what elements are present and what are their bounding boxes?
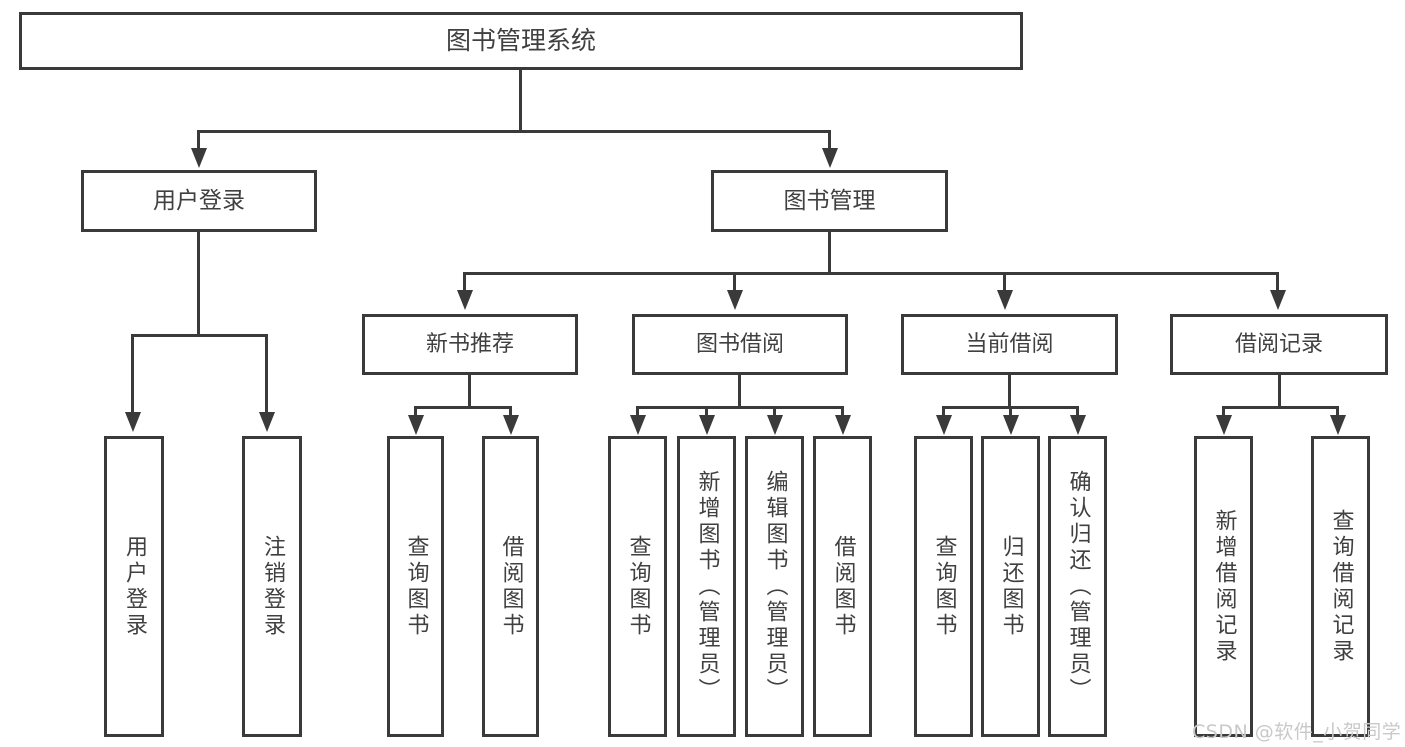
leaf-query-book-current[interactable]: 查询图书	[914, 436, 973, 737]
leaf-add-book-admin[interactable]: 新增图书（管理员）	[677, 436, 736, 737]
node-label: 借阅图书	[498, 534, 524, 639]
arrow-to-book-borrow	[727, 290, 743, 310]
node-label: 用户登录	[122, 534, 147, 639]
connector-book-borrow-drop-3	[773, 406, 776, 418]
connector-level3-drop-1	[463, 272, 466, 294]
node-label: 确认归还（管理员）	[1065, 469, 1091, 704]
leaf-logout[interactable]: 注销登录	[242, 436, 302, 737]
connector-book-borrow-drop-1	[636, 406, 639, 418]
node-label: 注销登录	[260, 534, 285, 639]
node-label: 借阅图书	[830, 534, 856, 639]
connector-user-login-stem	[197, 232, 200, 336]
arrow-to-current-borrow	[997, 290, 1013, 310]
arrow-to-leaf-logout	[259, 412, 275, 432]
arrow-to-leaf-add-record	[1216, 415, 1232, 435]
connector-level2-drop-left	[197, 130, 200, 152]
node-new-book-recommend[interactable]: 新书推荐	[362, 314, 578, 375]
node-label: 图书借阅	[695, 331, 784, 357]
arrow-to-new-book-recommend	[457, 290, 473, 310]
node-current-borrow[interactable]: 当前借阅	[901, 314, 1118, 375]
node-label: 借阅记录	[1234, 331, 1323, 357]
arrow-to-leaf-query-book-b	[630, 415, 646, 435]
leaf-confirm-return-admin[interactable]: 确认归还（管理员）	[1048, 436, 1107, 737]
connector-borrow-record-stem	[1278, 375, 1281, 408]
leaf-borrow-book-new-recommend[interactable]: 借阅图书	[482, 436, 539, 737]
node-book-management[interactable]: 图书管理	[711, 170, 948, 232]
connector-current-borrow-drop-2	[1009, 406, 1012, 418]
connector-level2-bus	[197, 130, 831, 133]
connector-level3-drop-3	[1003, 272, 1006, 294]
node-label: 当前借阅	[965, 331, 1054, 357]
node-label: 用户登录	[153, 187, 245, 214]
connector-level3-bus	[463, 272, 1279, 275]
connector-user-login-drop-1	[131, 334, 134, 416]
arrow-to-user-login	[191, 148, 207, 168]
arrow-to-leaf-query-book-a	[408, 415, 424, 435]
leaf-borrow-book[interactable]: 借阅图书	[813, 436, 872, 737]
node-label: 图书管理	[783, 187, 876, 214]
leaf-query-book-new-recommend[interactable]: 查询图书	[387, 436, 444, 737]
connector-book-borrow-drop-4	[841, 406, 844, 418]
node-user-login[interactable]: 用户登录	[81, 170, 317, 232]
connector-borrow-record-bus	[1222, 406, 1339, 409]
node-root-book-management-system[interactable]: 图书管理系统	[19, 12, 1023, 70]
connector-borrow-record-drop-2	[1336, 406, 1339, 418]
node-label: 查询图书	[403, 534, 429, 639]
node-label: 查询借阅记录	[1328, 508, 1354, 665]
connector-new-book-stem	[468, 375, 471, 408]
arrow-to-leaf-query-book-c	[936, 415, 952, 435]
connector-book-management-stem	[828, 232, 831, 274]
connector-user-login-drop-2	[265, 334, 268, 416]
node-label: 查询图书	[625, 534, 651, 639]
watermark-csdn: CSDN @软件_小贺同学	[1192, 721, 1402, 743]
node-label: 新书推荐	[425, 331, 514, 357]
connector-level3-drop-4	[1276, 272, 1279, 294]
connector-current-borrow-stem	[1008, 375, 1011, 408]
node-book-borrow[interactable]: 图书借阅	[632, 314, 848, 375]
connector-level2-drop-right	[828, 130, 831, 152]
leaf-query-borrow-record[interactable]: 查询借阅记录	[1311, 436, 1370, 737]
arrow-to-leaf-borrow-book-a	[503, 415, 519, 435]
leaf-add-borrow-record[interactable]: 新增借阅记录	[1194, 436, 1253, 737]
connector-new-book-drop-2	[509, 406, 512, 418]
arrow-to-book-management	[822, 148, 838, 168]
node-label: 新增图书（管理员）	[694, 469, 720, 704]
connector-new-book-drop-1	[414, 406, 417, 418]
leaf-user-login[interactable]: 用户登录	[104, 436, 164, 737]
arrow-to-leaf-user-login	[125, 412, 141, 432]
connector-borrow-record-drop-1	[1222, 406, 1225, 418]
connector-book-borrow-stem	[738, 375, 741, 408]
node-label: 编辑图书（管理员）	[762, 469, 788, 704]
connector-current-borrow-drop-3	[1076, 406, 1079, 418]
leaf-return-book[interactable]: 归还图书	[981, 436, 1040, 737]
arrow-to-leaf-query-record	[1330, 415, 1346, 435]
arrow-to-leaf-confirm-return	[1070, 415, 1086, 435]
arrow-to-leaf-edit-book	[767, 415, 783, 435]
arrow-to-leaf-return-book	[1003, 415, 1019, 435]
node-label: 新增借阅记录	[1211, 508, 1237, 665]
node-borrow-record[interactable]: 借阅记录	[1170, 314, 1388, 375]
leaf-edit-book-admin[interactable]: 编辑图书（管理员）	[745, 436, 804, 737]
connector-user-login-bus	[131, 334, 267, 337]
arrow-to-borrow-record	[1270, 290, 1286, 310]
connector-book-borrow-drop-2	[705, 406, 708, 418]
node-label: 图书管理系统	[445, 25, 596, 55]
connector-level3-drop-2	[733, 272, 736, 294]
arrow-to-leaf-borrow-book-b	[835, 415, 851, 435]
arrow-to-leaf-add-book	[699, 415, 715, 435]
node-label: 归还图书	[998, 534, 1024, 639]
connector-root-stem	[519, 70, 522, 132]
leaf-query-book-borrow[interactable]: 查询图书	[608, 436, 667, 737]
connector-book-borrow-bus	[636, 406, 844, 409]
connector-new-book-bus	[414, 406, 512, 409]
node-label: 查询图书	[931, 534, 957, 639]
connector-current-borrow-drop-1	[942, 406, 945, 418]
